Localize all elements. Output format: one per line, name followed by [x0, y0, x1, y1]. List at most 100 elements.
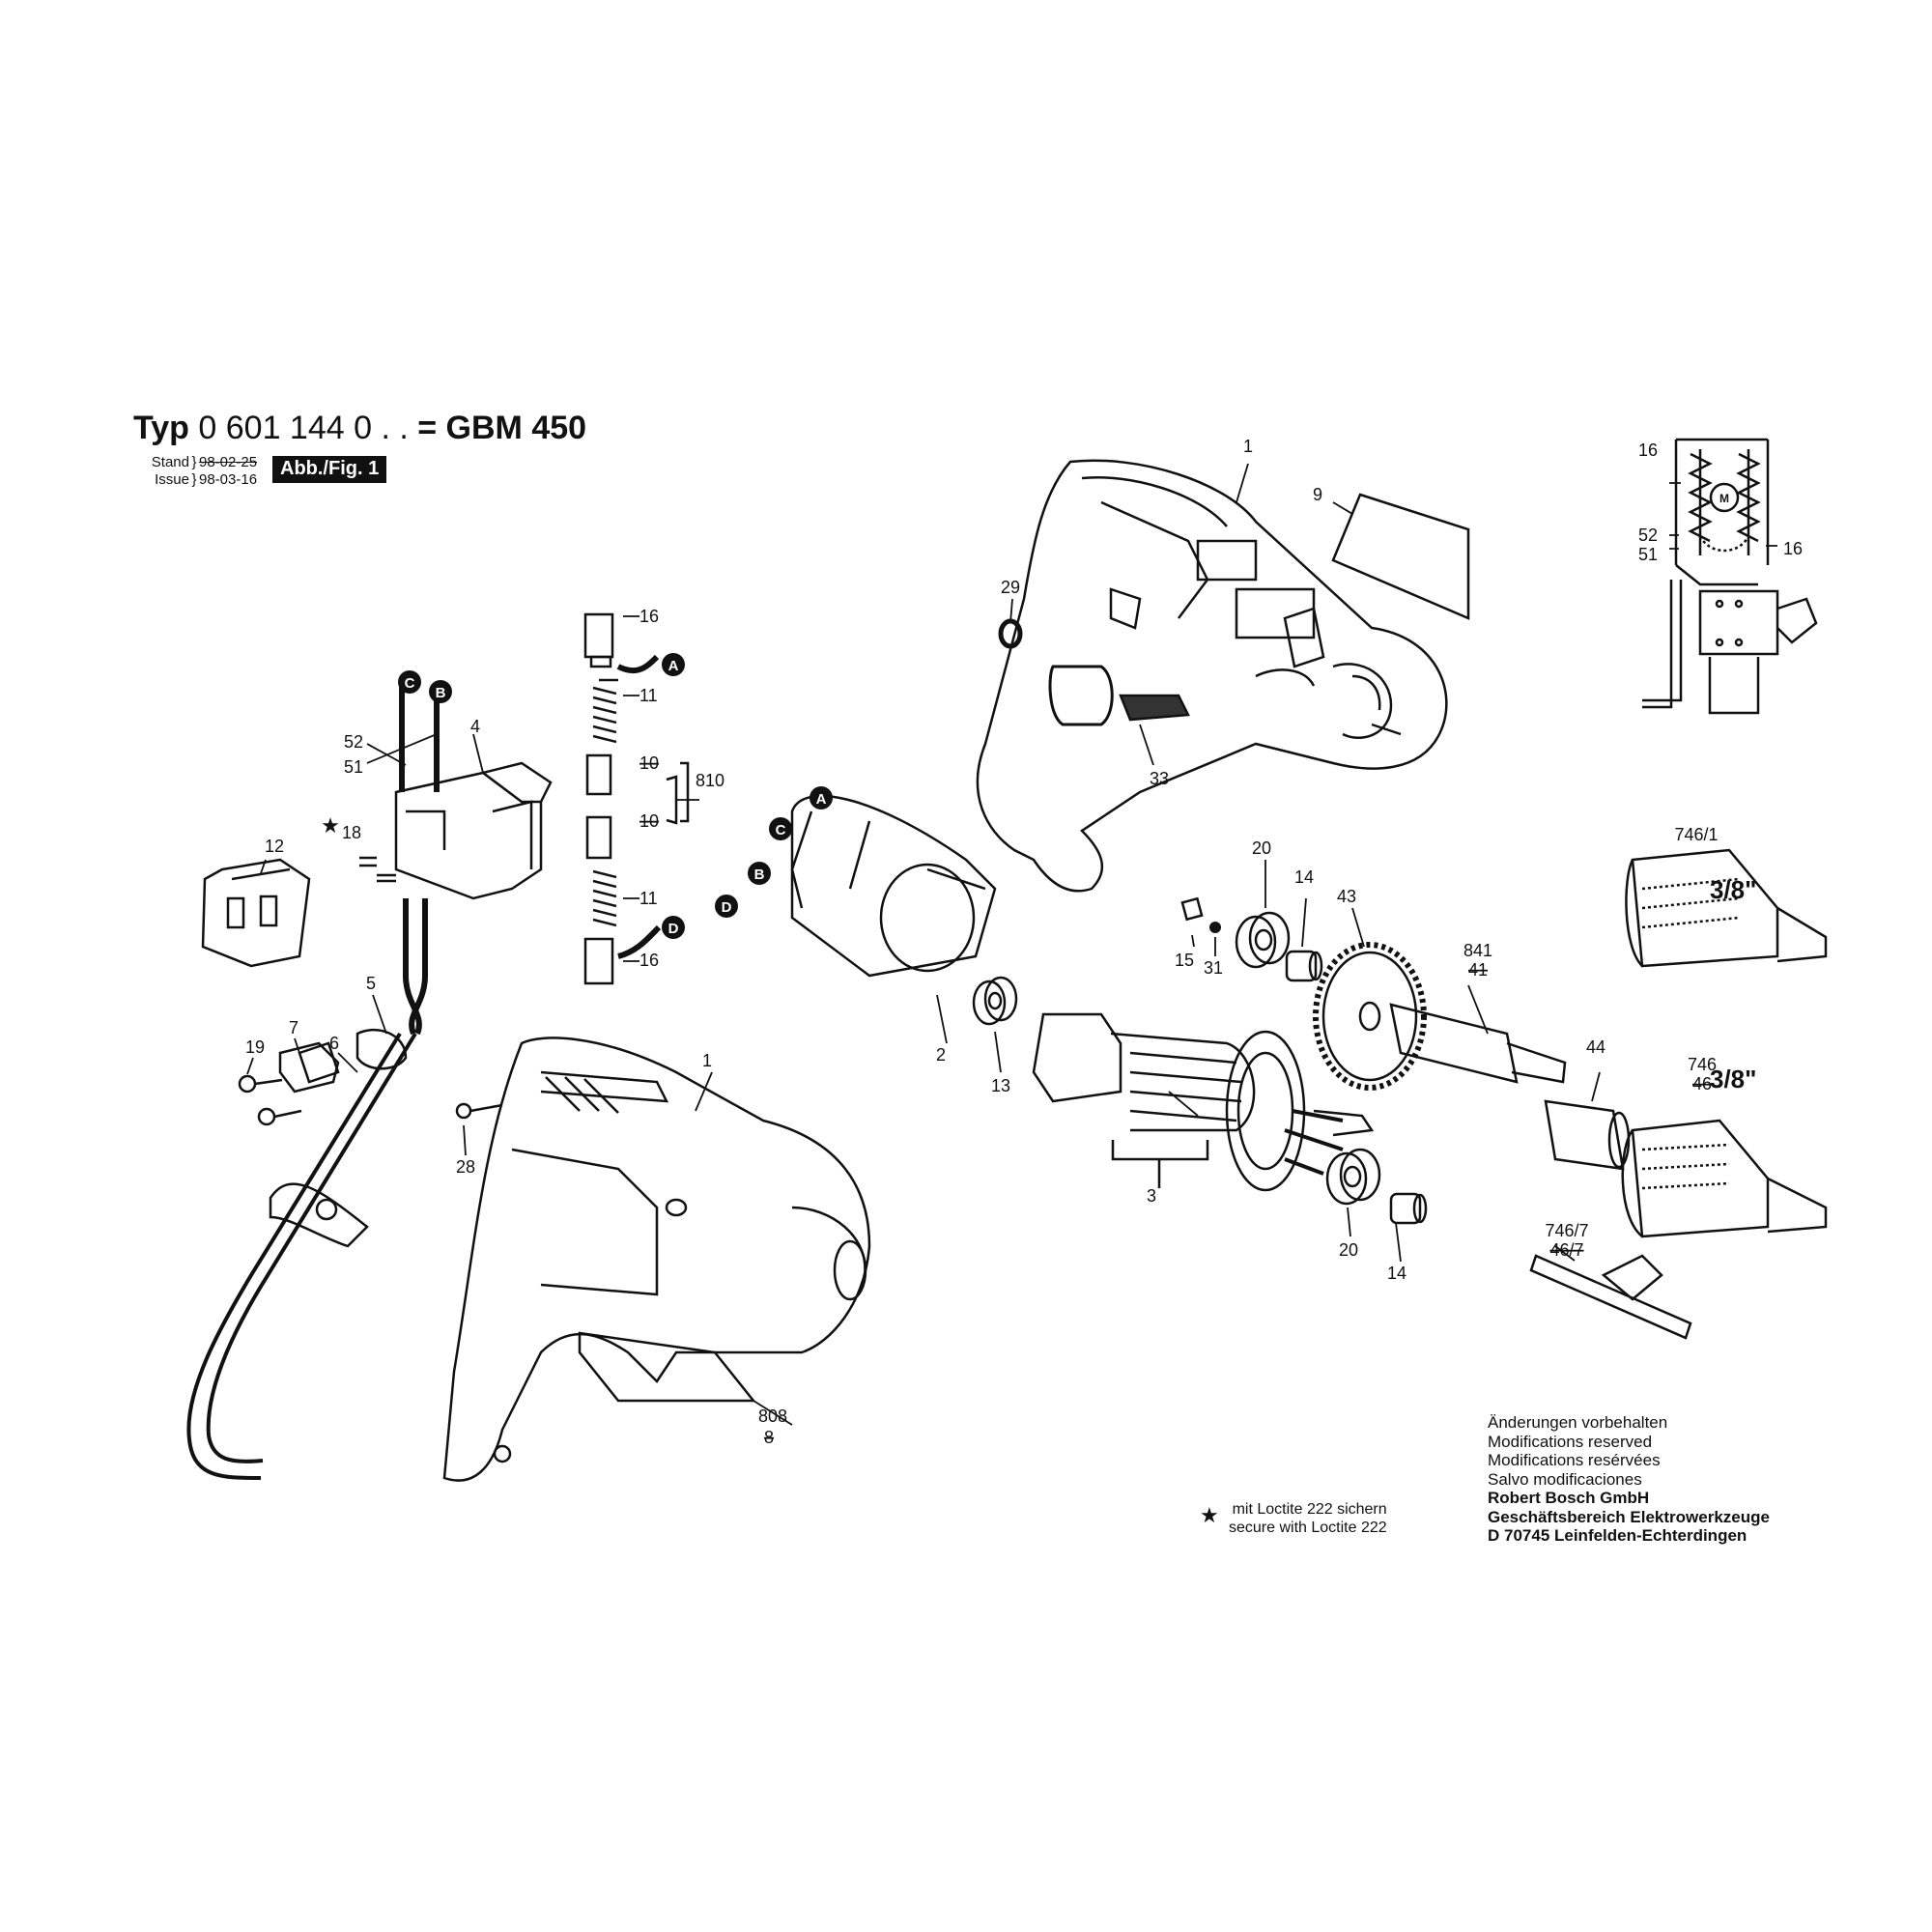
- label-8: 8: [764, 1428, 774, 1447]
- label-44: 44: [1586, 1037, 1605, 1057]
- label-18: 18: [342, 823, 361, 842]
- notes-line-3: Modifications resérvées: [1488, 1451, 1661, 1469]
- label-808: 808: [758, 1406, 787, 1426]
- key-part: [1180, 896, 1204, 922]
- revision-block: Stand}98-02-25 Issue}98-03-16: [135, 454, 257, 489]
- switch-cover: [201, 858, 311, 968]
- stand-date: 98-02-25: [199, 454, 258, 470]
- label-20-a: 20: [1252, 838, 1271, 858]
- svg-text:A: A: [816, 791, 827, 808]
- wiring-diagram: [1642, 438, 1818, 715]
- label-11-b: 11: [639, 889, 658, 908]
- label-746-7: 746/7: [1545, 1221, 1588, 1240]
- connector-c-switch: C: [398, 670, 421, 694]
- svg-text:D: D: [722, 899, 732, 916]
- steel-ball: [1209, 922, 1221, 933]
- bearing-rear: [1325, 1148, 1381, 1206]
- typ-label: Typ: [133, 410, 189, 446]
- power-cable: [186, 1028, 417, 1480]
- company-division: Geschäftsbereich Elektrowerkzeuge: [1488, 1507, 1770, 1526]
- star-icon: ★: [1200, 1503, 1219, 1527]
- connector-d-field: D: [715, 895, 738, 918]
- label-11-a: 11: [639, 686, 658, 705]
- label-46: 46: [1692, 1074, 1712, 1094]
- leader-lines: [246, 463, 1777, 1426]
- label-33: 33: [1150, 769, 1169, 788]
- field-stator: [790, 794, 997, 978]
- typ-model: = GBM 450: [417, 410, 587, 446]
- typ-number: 0 601 144 0 . .: [198, 410, 409, 446]
- connector-a-field: A: [810, 786, 833, 810]
- drive-spindle: [1389, 1003, 1567, 1084]
- wiring-label-51: 51: [1638, 545, 1658, 564]
- figure-badge: Abb./Fig. 1: [272, 456, 387, 483]
- label-16-b: 16: [639, 951, 659, 970]
- issue-date: 98-03-16: [199, 471, 258, 488]
- stand-label: Stand: [151, 454, 189, 470]
- svg-text:B: B: [436, 685, 446, 701]
- label-43: 43: [1337, 887, 1356, 906]
- wiring-label-16-b: 16: [1783, 539, 1803, 558]
- label-19: 19: [245, 1037, 265, 1057]
- label-746-1: 746/1: [1674, 825, 1718, 844]
- connector-b-field: B: [748, 862, 771, 885]
- keyed-chuck: [1621, 1119, 1828, 1238]
- needle-bearing-lower: [1389, 1192, 1428, 1225]
- label-14-a: 14: [1294, 867, 1314, 887]
- rating-plate-lower: [578, 1331, 756, 1403]
- adapter-sleeve: [1544, 1099, 1631, 1171]
- chuck-size-a: 3/8": [1710, 875, 1756, 904]
- company-address: D 70745 Leinfelden-Echterdingen: [1488, 1526, 1747, 1545]
- issue-label: Issue: [155, 471, 189, 488]
- chuck-key: [1529, 1254, 1692, 1340]
- label-810: 810: [696, 771, 724, 790]
- label-10-b: 10: [639, 811, 659, 831]
- star-18-icon: ★: [321, 813, 340, 838]
- wiring-label-52: 52: [1638, 526, 1658, 545]
- type-designation: Typ 0 601 144 0 . . = GBM 450: [133, 410, 586, 447]
- label-16-a: 16: [639, 607, 659, 626]
- gear-wheel: [1313, 942, 1427, 1091]
- label-52: 52: [344, 732, 363, 752]
- housing-half-outer: [442, 1037, 871, 1482]
- carbon-brush-set: [583, 612, 678, 985]
- notes-line-2: Modifications reserved: [1488, 1432, 1653, 1451]
- chuck-size-b: 3/8": [1710, 1065, 1756, 1094]
- label-13: 13: [991, 1076, 1010, 1095]
- company-name: Robert Bosch GmbH: [1488, 1489, 1650, 1507]
- loctite-line-1: mit Loctite 222 sichern: [1232, 1501, 1387, 1518]
- label-2: 2: [936, 1045, 946, 1065]
- label-3: 3: [1147, 1186, 1156, 1206]
- label-15: 15: [1175, 951, 1194, 970]
- notes-line-1: Änderungen vorbehalten: [1488, 1413, 1668, 1432]
- o-ring: [998, 618, 1023, 649]
- svg-text:A: A: [668, 658, 679, 674]
- svg-text:C: C: [776, 822, 786, 838]
- label-20-b: 20: [1339, 1240, 1358, 1260]
- label-841: 841: [1463, 941, 1492, 960]
- loctite-line-2: secure with Loctite 222: [1229, 1520, 1387, 1536]
- svg-text:B: B: [754, 867, 765, 883]
- label-41: 41: [1468, 960, 1488, 980]
- clamp-screws: [238, 1074, 503, 1126]
- label-12: 12: [265, 837, 284, 856]
- connector-d-top: D: [662, 916, 685, 939]
- housing-half-inner: [976, 459, 1448, 893]
- label-1-top: 1: [1243, 437, 1253, 456]
- wiring-label-16-a: 16: [1638, 440, 1658, 460]
- label-9: 9: [1313, 485, 1322, 504]
- brace-armature: [1111, 1140, 1209, 1188]
- bearing-upper: [1235, 911, 1291, 969]
- switch-assembly: [359, 682, 553, 1036]
- label-4: 4: [470, 717, 480, 736]
- connector-b-switch: B: [429, 680, 452, 703]
- rating-plate: [1331, 493, 1470, 620]
- connector-a-top: A: [662, 653, 685, 676]
- motor-symbol: M: [1719, 492, 1729, 505]
- svg-text:D: D: [668, 921, 679, 937]
- label-10-a: 10: [639, 753, 659, 773]
- cable-clamp: [278, 1041, 340, 1094]
- loctite-note: ★ mit Loctite 222 sichern secure with Lo…: [1200, 1500, 1387, 1537]
- label-14-b: 14: [1387, 1264, 1406, 1283]
